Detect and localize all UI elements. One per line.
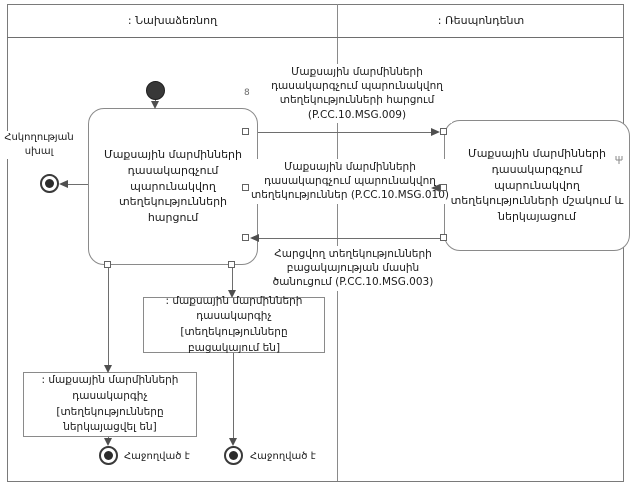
message-request-line: տեղեկությունների հարցում [279,94,435,107]
info-flow-marker: 8 [244,88,250,98]
activity-process-line: դասակարգչում պարունակվող [491,162,583,192]
flow-line-request [250,132,432,133]
activity-process-line: Մաքսային մարմինների [468,146,606,160]
object-info-presented-line: դասակարգիչ [տեղեկությունները [56,389,164,418]
label-error: Հսկողության սխալ [3,131,75,159]
pin [440,128,447,135]
message-notification: Հարցվող տեղեկությունների բացակայության մ… [258,246,448,291]
activity-process-line: տեղեկությունների մշակում և [450,194,624,208]
pin [440,184,447,191]
final-node-success-1 [99,446,118,465]
object-info-absent-line: : մաքսային մարմինների դասակարգիչ [165,294,303,323]
object-info-presented: : մաքսային մարմինների դասակարգիչ [տեղեկո… [23,372,197,437]
object-info-presented-line: : մաքսային մարմինների [41,374,179,386]
activity-request-line: Մաքսային մարմինների [104,147,242,161]
message-notification-line: բացակայության մասին [286,262,420,275]
final-node-error-core [45,179,54,188]
activity-request-line: դասակարգչում [127,163,219,177]
final-node-success-2 [224,446,243,465]
flow-line-error [67,184,88,185]
object-info-absent: : մաքսային մարմինների դասակարգիչ [տեղեկո… [143,294,325,354]
object-info-presented-line: ներկայացվել են] [63,421,157,434]
pin [104,261,111,268]
final-node-success-2-core [229,451,238,460]
pin [242,184,249,191]
flow-line-to-presented [108,268,109,366]
arrowhead-right-icon [431,128,440,136]
lane-divider [337,4,338,481]
start-node [146,81,165,100]
label-success-2: Հաջողված է [250,450,316,464]
flow-line-to-absent [232,268,233,291]
message-request-line: (P.CC.10.MSG.009) [307,108,407,121]
pin [440,234,447,241]
message-response-line: Մաքսային մարմինների [284,161,416,173]
lane-label-initiator: : Նախաձեռնող [127,14,218,27]
arrowhead-down-icon [228,290,236,298]
label-error-line: սխալ [24,146,54,157]
arrowhead-left-icon [250,234,259,242]
arrowhead-left-icon [59,180,68,188]
arrowhead-down-icon [104,365,112,373]
pin [228,261,235,268]
lane-label-respondent: : Ռեսպոնդենտ [437,14,525,27]
message-response-line: տեղեկություններ (P.CC.10.MSG.010) [250,189,449,202]
arrowhead-start-down-icon [151,101,159,109]
message-notification-line: ծանուցում (P.CC.10.MSG.003) [272,276,434,289]
arrowhead-down-icon [104,438,112,446]
message-request-line: Մաքսային մարմինների [291,66,423,78]
activity-process-line: ներկայացում [498,210,576,224]
arrowhead-down-icon [229,438,237,446]
message-request-line: դասակարգչում պարունակվող [271,80,443,93]
final-node-success-1-core [104,451,113,460]
arrowhead-left-icon [431,184,440,192]
subactivity-rake-icon [615,156,623,164]
final-node-error [40,174,59,193]
activity-request-info: Մաքսային մարմինների դասակարգչում պարունա… [88,108,258,265]
activity-process-info: Մաքսային մարմինների դասակարգչում պարունա… [444,120,630,251]
activity-request-line: պարունակվող [130,179,216,193]
lane-header-divider [7,37,623,38]
pin [242,234,249,241]
message-request: Մաքսային մարմինների դասակարգչում պարունա… [262,64,452,123]
activity-request-line: տեղեկությունների հարցում [118,195,228,225]
flow-line-notification [258,238,441,239]
pin [242,128,249,135]
object-info-absent-line: [տեղեկությունները բացակայում են] [180,326,288,354]
message-response-line: դասակարգչում պարունակվող [264,175,436,188]
message-response: Մաքսային մարմինների դասակարգչում պարունա… [250,159,450,204]
label-error-line: Հսկողության [4,132,74,143]
flow-line-absent-to-final [233,352,234,439]
message-notification-line: Հարցվող տեղեկությունների [274,248,432,260]
label-success-1: Հաջողված է [124,450,190,464]
